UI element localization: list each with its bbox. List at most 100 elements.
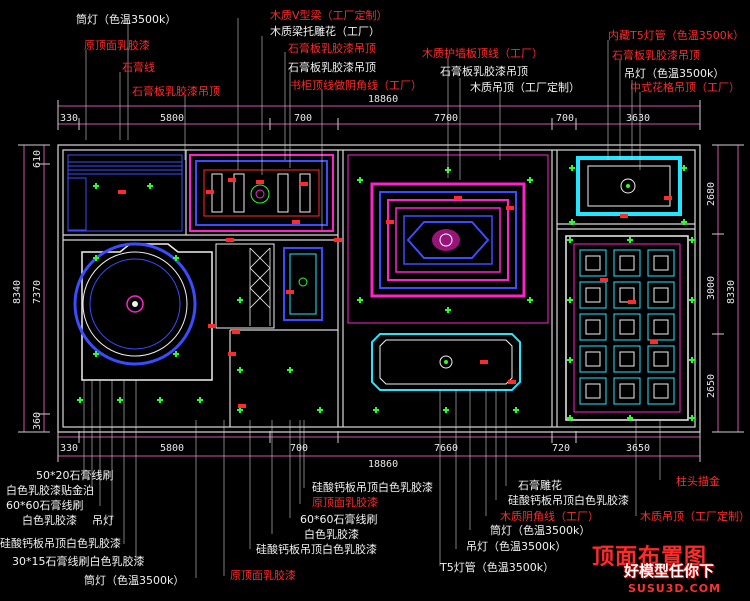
- downlight-marker: [93, 351, 99, 357]
- lattice-cell: [613, 377, 641, 405]
- lattice-cell-inner: [619, 383, 635, 399]
- lattice-cell-inner: [653, 287, 669, 303]
- lattice-cell-inner: [585, 351, 601, 367]
- lattice-cell: [647, 249, 675, 277]
- material-tag-marker: [620, 214, 628, 218]
- dim-right-seg-2: 3000: [706, 275, 717, 300]
- label-wood-wall-panel-cornice: 木质护墙板顶线（工厂）: [422, 47, 543, 60]
- material-tag-marker: [508, 380, 516, 384]
- downlight-marker: [287, 367, 293, 373]
- dim-bottom-seg-1: 330: [60, 443, 79, 454]
- downlight-marker: [567, 357, 573, 363]
- left-top-room: [67, 154, 183, 232]
- lattice-cell: [613, 281, 641, 309]
- downlight-marker: [93, 255, 99, 261]
- material-tag-marker: [226, 238, 234, 242]
- watermark-site: SUSU3D.COM: [628, 582, 722, 595]
- lattice-cell: [647, 345, 675, 373]
- label-t5-tube: 内藏T5灯管（色温3500k）: [608, 29, 745, 42]
- downlight-marker: [569, 219, 575, 225]
- downlight-marker: [357, 297, 363, 303]
- label-white-latex-mid: 白色乳胶漆: [304, 528, 359, 541]
- label-30x15-gypsum: 30*15石膏线刷白色乳胶漆: [12, 555, 145, 568]
- dim-top-seg-3: 700: [294, 113, 313, 124]
- dim-top-seg-6: 3630: [626, 113, 651, 124]
- lattice-cell: [647, 313, 675, 341]
- downlight-marker: [567, 237, 573, 243]
- dim-top-seg-5: 700: [556, 113, 575, 124]
- downlight-marker: [317, 407, 323, 413]
- dim-left-total: 8340: [12, 279, 23, 304]
- lattice-cell-inner: [619, 255, 635, 271]
- dim-right-seg-3: 2650: [706, 373, 717, 398]
- label-pendant-light-top: 吊灯（色温3500k）: [624, 67, 725, 80]
- lattice-cell: [613, 345, 641, 373]
- downlight-marker: [443, 407, 449, 413]
- dim-bottom-seg-5: 720: [552, 443, 571, 454]
- lattice-cell: [647, 377, 675, 405]
- label-wood-ceiling-factory: 木质吊顶（工厂定制）: [470, 81, 580, 94]
- label-downlight-bottom-right: 筒灯（色温3500k）: [490, 524, 591, 537]
- leader-lines: [83, 18, 661, 578]
- material-tag-marker: [506, 206, 514, 210]
- material-tag-marker: [334, 238, 342, 242]
- material-tag-marker: [650, 340, 658, 344]
- lattice-cell-inner: [585, 319, 601, 335]
- label-wood-v-beam: 木质V型梁（工厂定制）: [270, 9, 388, 22]
- watermark-brand: 好模型任你下: [624, 562, 715, 580]
- lattice-cell-inner: [653, 255, 669, 271]
- material-tag-marker: [238, 404, 246, 408]
- lattice-cell: [613, 249, 641, 277]
- lattice-cell-inner: [585, 255, 601, 271]
- downlight-marker: [197, 397, 203, 403]
- material-tag-marker: [232, 330, 240, 334]
- lattice-cell-inner: [585, 383, 601, 399]
- label-calcium-silicate-right: 硅酸钙板吊顶白色乳胶漆: [508, 494, 629, 507]
- label-60x60-gypsum-left: 60*60石膏线刷: [6, 499, 84, 512]
- lattice-cell-inner: [653, 351, 669, 367]
- downlight-marker: [689, 237, 695, 243]
- label-chinese-lattice-ceiling: 中式花格吊顶（工厂）: [630, 81, 740, 94]
- material-tag-marker: [480, 360, 488, 364]
- downlight-marker: [689, 415, 695, 421]
- label-bookcase-cornice: 书柜顶线做阴角线（工厂）: [290, 79, 422, 92]
- label-gypsum-board-ceiling-4: 石膏板乳胶漆吊顶: [440, 65, 528, 78]
- downlight-marker: [173, 255, 179, 261]
- label-calcium-silicate-mid: 硅酸钙板吊顶白色乳胶漆: [256, 543, 377, 556]
- dim-top-seg-4: 7700: [434, 113, 459, 124]
- downlight-marker: [513, 407, 519, 413]
- downlight-marker: [237, 367, 243, 373]
- lattice-grid-ceiling: [565, 235, 689, 421]
- material-tag-marker: [286, 290, 294, 294]
- downlight-marker: [527, 297, 533, 303]
- label-original-ceiling-paint: 原顶面乳胶漆: [84, 39, 150, 52]
- dimension-lines: [18, 100, 744, 462]
- lattice-cell: [613, 313, 641, 341]
- label-gypsum-board-ceiling-3: 石膏板乳胶漆吊顶: [288, 61, 376, 74]
- label-gypsum-line: 石膏线: [122, 61, 155, 74]
- downlight-marker: [681, 165, 687, 171]
- lattice-cell: [579, 313, 607, 341]
- label-gypsum-board-ceiling-2: 石膏板乳胶漆吊顶: [288, 42, 376, 55]
- label-original-ceiling-mid: 原顶面乳胶漆: [312, 496, 378, 509]
- label-wood-beam-carving: 木质梁托雕花（工厂）: [270, 25, 380, 38]
- material-tag-marker: [664, 196, 672, 200]
- material-tag-marker: [208, 324, 216, 328]
- lattice-cell-inner: [619, 351, 635, 367]
- lattice-cell-inner: [653, 383, 669, 399]
- material-tag-marker: [628, 300, 636, 304]
- lower-central-panel: [371, 333, 521, 391]
- label-column-gilding: 柱头描金: [676, 475, 720, 488]
- label-wood-ceiling-bottom: 木质吊顶（工厂定制）: [640, 510, 750, 523]
- v-beam-ceiling: [189, 154, 334, 232]
- label-gypsum-carving: 石膏雕花: [518, 479, 562, 492]
- lattice-cell: [579, 281, 607, 309]
- central-fretwork-ceiling: [347, 154, 549, 324]
- walls: [57, 144, 701, 433]
- label-gypsum-board-ceiling-1: 石膏板乳胶漆吊顶: [132, 85, 220, 98]
- downlight-marker: [527, 177, 533, 183]
- downlight-marker: [373, 407, 379, 413]
- material-tag-marker: [206, 190, 214, 194]
- label-50x20-gypsum: 50*20石膏线刷: [36, 469, 114, 482]
